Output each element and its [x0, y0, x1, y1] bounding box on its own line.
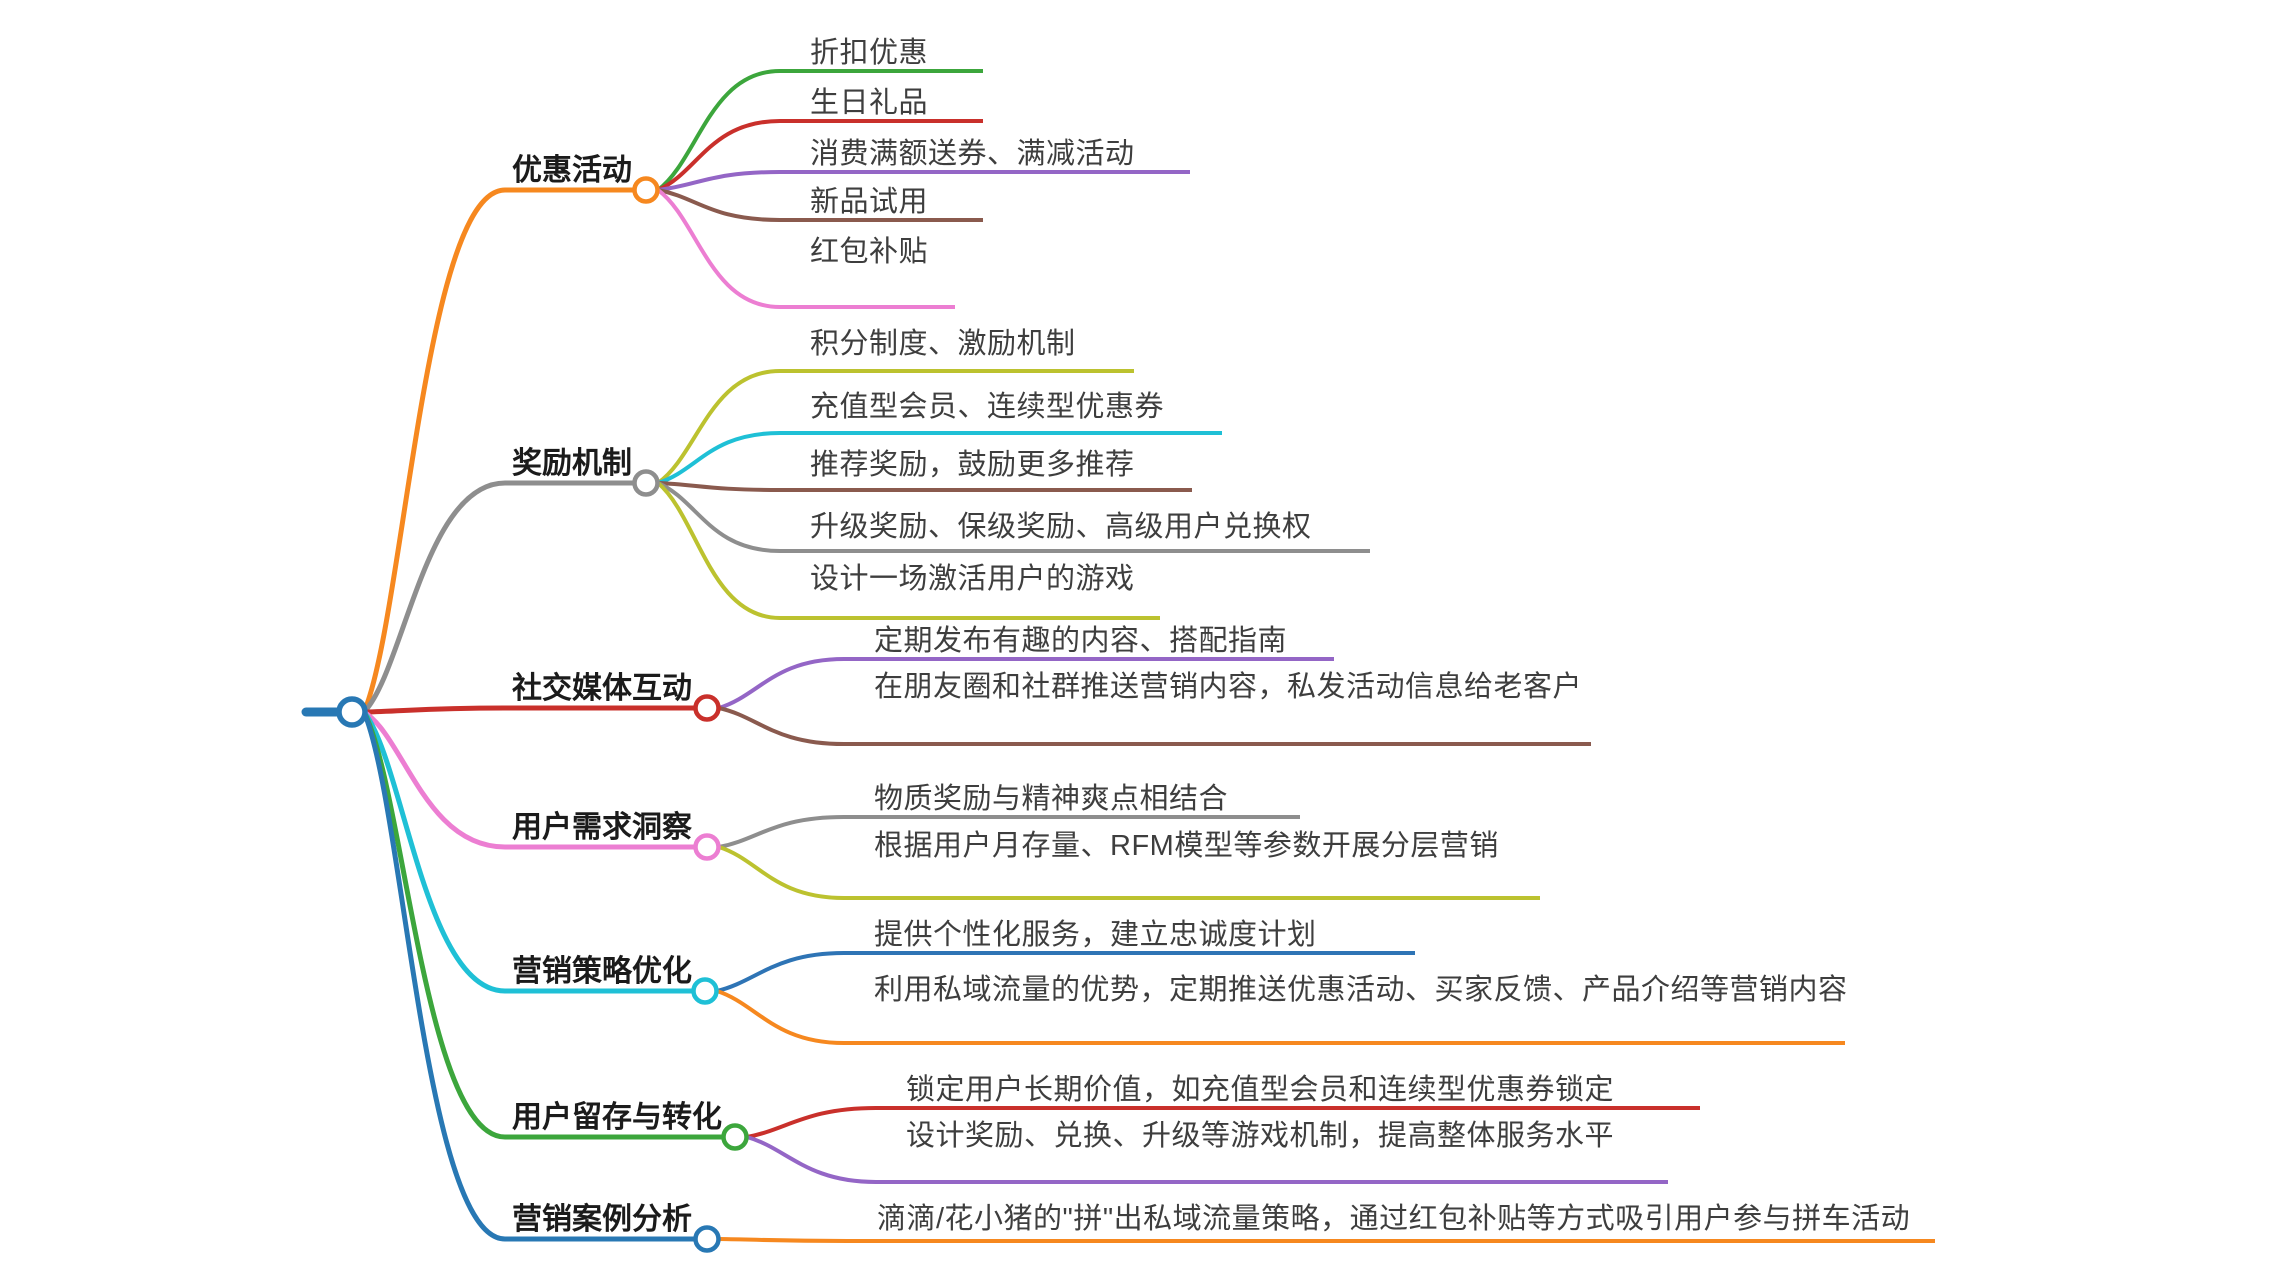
- subtopic-label[interactable]: 消费满额送券、满减活动: [810, 138, 1135, 170]
- branch-line: [363, 705, 695, 715]
- subtopic-label[interactable]: 设计一场激活用户的游戏: [810, 563, 1135, 595]
- subtopic-label[interactable]: 根据用户月存量、RFM模型等参数开展分层营销: [874, 830, 1499, 862]
- topic-label[interactable]: 奖励机制: [512, 447, 632, 480]
- subtopic-label[interactable]: 折扣优惠: [810, 37, 929, 69]
- subtopic-label[interactable]: 设计奖励、兑换、升级等游戏机制，提高整体服务水平: [906, 1120, 1615, 1152]
- topic-label[interactable]: 用户需求洞察: [512, 811, 692, 844]
- subtopic-label[interactable]: 升级奖励、保级奖励、高级用户兑换权: [810, 511, 1312, 543]
- subtopic-line: [716, 951, 1415, 993]
- subtopic-label[interactable]: 滴滴/花小猪的"拼"出私域流量策略，通过红包补贴等方式吸引用户参与拼车活动: [877, 1203, 1911, 1235]
- branch-node[interactable]: [693, 833, 721, 861]
- subtopic-line: [718, 1237, 1935, 1243]
- subtopic-label[interactable]: 红包补贴: [810, 236, 929, 268]
- subtopic-line: [657, 170, 1190, 192]
- subtopic-label[interactable]: 生日礼品: [810, 87, 929, 119]
- subtopic-line: [718, 845, 1540, 900]
- branch-line: [361, 710, 723, 1140]
- branch-line: [361, 187, 634, 713]
- subtopic-label[interactable]: 积分制度、激励机制: [810, 328, 1076, 360]
- subtopic-label[interactable]: 物质奖励与精神爽点相结合: [874, 783, 1229, 815]
- branch-node[interactable]: [632, 176, 660, 204]
- topic-label[interactable]: 营销策略优化: [512, 955, 692, 988]
- subtopic-label[interactable]: 充值型会员、连续型优惠券: [810, 391, 1165, 423]
- subtopic-label[interactable]: 新品试用: [810, 186, 929, 218]
- subtopic-line: [718, 706, 1591, 746]
- subtopic-line: [656, 188, 955, 309]
- root-node[interactable]: [336, 696, 368, 728]
- branch-node[interactable]: [691, 977, 719, 1005]
- topic-label[interactable]: 优惠活动: [512, 154, 632, 187]
- branch-line: [362, 480, 634, 714]
- branch-node[interactable]: [721, 1123, 749, 1151]
- branch-node[interactable]: [693, 694, 721, 722]
- subtopic-line: [718, 815, 1300, 849]
- subtopic-line: [718, 657, 1334, 710]
- branch-node[interactable]: [693, 1225, 721, 1253]
- subtopic-line: [657, 119, 983, 192]
- subtopic-line: [746, 1106, 1700, 1139]
- subtopic-line: [746, 1135, 1668, 1184]
- subtopic-line: [657, 431, 1222, 485]
- subtopic-line: [656, 69, 983, 192]
- branch-line: [361, 711, 695, 1242]
- subtopic-label[interactable]: 推荐奖励，鼓励更多推荐: [810, 449, 1135, 481]
- topic-label[interactable]: 社交媒体互动: [512, 672, 692, 705]
- subtopic-line: [657, 188, 983, 222]
- branch-line: [362, 709, 695, 850]
- topic-label[interactable]: 营销案例分析: [512, 1203, 692, 1236]
- branch-node[interactable]: [632, 469, 660, 497]
- subtopic-label[interactable]: 在朋友圈和社群推送营销内容，私发活动信息给老客户: [874, 671, 1583, 703]
- subtopic-line: [656, 369, 1134, 485]
- subtopic-line: [657, 481, 1192, 492]
- subtopic-label[interactable]: 定期发布有趣的内容、搭配指南: [874, 625, 1288, 657]
- topic-label[interactable]: 用户留存与转化: [512, 1101, 722, 1134]
- subtopic-label[interactable]: 锁定用户长期价值，如充值型会员和连续型优惠券锁定: [906, 1074, 1615, 1106]
- subtopic-line: [656, 481, 1160, 620]
- subtopic-label[interactable]: 提供个性化服务，建立忠诚度计划: [874, 919, 1317, 951]
- subtopic-label[interactable]: 利用私域流量的优势，定期推送优惠活动、买家反馈、产品介绍等营销内容: [874, 974, 1848, 1006]
- branch-line: [362, 710, 693, 994]
- subtopic-line: [657, 481, 1370, 553]
- subtopic-line: [716, 989, 1845, 1045]
